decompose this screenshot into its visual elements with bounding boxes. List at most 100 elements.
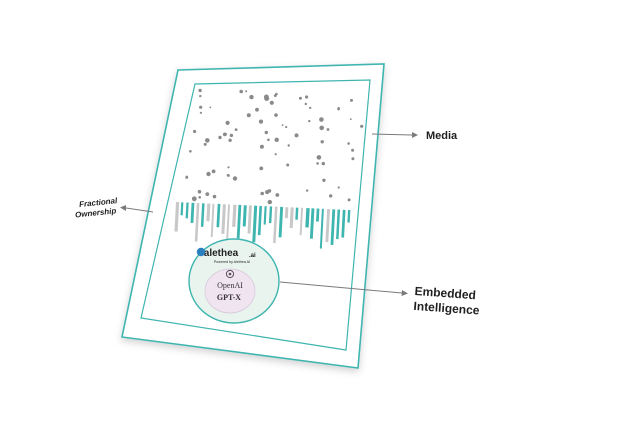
media-arrow-head [412,132,418,138]
media-dot [199,105,203,109]
media-dot [264,130,268,135]
model-label: GPT-X [217,293,241,302]
media-dot [203,142,207,146]
media-dot [212,194,217,199]
media-dot [287,144,290,147]
media-dot [349,118,352,121]
barcode-bar [210,203,215,238]
media-dot [347,198,351,202]
media-dot [228,138,232,142]
barcode-bar [284,207,289,219]
barcode-bar [194,202,200,242]
barcode-bar [325,209,330,243]
barcode-bar [185,202,189,219]
barcode-bar [341,209,346,238]
media-dot [320,140,324,144]
media-dot [304,102,307,106]
barcode-bar [174,202,180,232]
media-dot [260,191,265,196]
barcode-bar [221,204,226,234]
fractional-ownership-label: Fractional Ownership [75,196,119,220]
media-dot [267,138,270,142]
provider-label: OpenAI [217,281,243,290]
barcode-bar [200,203,205,227]
media-dot [269,100,274,105]
media-dot [319,125,325,131]
ownership-arrow [125,207,154,213]
media-dot [205,192,210,197]
arrows [120,132,418,296]
media-dot [199,94,202,98]
media-dot [206,171,211,177]
media-dot [337,107,340,111]
barcode-bar [263,206,267,225]
media-dot [351,157,355,161]
media-dot [275,193,280,197]
barcode-bar [289,207,294,229]
media-dot [337,186,340,189]
media-dot [264,94,269,100]
media-dot [329,194,333,198]
media-dot [255,107,259,112]
barcode-bar [252,205,258,243]
intelligence-badge: alethea .ai Powered by Alethea AI OpenAI… [188,238,280,324]
svg-text:Ownership: Ownership [75,206,117,219]
media-dot [306,189,309,192]
media-dot [294,133,299,138]
media-dot [198,196,201,199]
barcode-bar [242,205,247,227]
media-dot [273,94,277,97]
barcode-bar [273,206,278,244]
media-dot [259,144,264,149]
media-dot [351,148,355,152]
media-dot [274,113,278,117]
barcode-bar [309,208,315,239]
media-dot [326,128,330,131]
media-dot [249,94,254,100]
barcode-bar [247,205,252,234]
media-dot [308,119,311,123]
embedded-intelligence-label: Embedded Intelligence [413,284,480,318]
media-dot [209,106,212,109]
media-dot [197,189,202,194]
media-dot [245,90,248,93]
barcode-bar [232,204,237,228]
media-dot [193,129,197,134]
media-label: Media [426,130,458,142]
media-dot [286,163,290,167]
svg-text:Fractional: Fractional [79,196,119,209]
media-dot [309,106,312,110]
brand-logo-icon [196,247,206,257]
barcode-bar [336,209,341,240]
media-dot [226,173,230,177]
barcode-bar [319,208,324,249]
barcode-bar [190,202,195,224]
media-dot [316,155,322,160]
barcode-bar [330,209,336,245]
media-dot [285,125,288,129]
media-dot [258,119,264,124]
svg-text:Embedded: Embedded [414,284,476,302]
media-dot [274,153,277,156]
media-dot [259,166,264,171]
barcode-bar [206,203,211,222]
barcode-bar [299,207,303,236]
svg-text:Intelligence: Intelligence [413,299,480,318]
media-dot [232,176,238,181]
media-dot [189,150,192,153]
media-dot [185,175,189,179]
media-arrow [371,133,413,136]
model-disc [204,268,256,314]
media-dot [225,120,230,125]
barcode-bar [305,208,310,228]
media-dot [225,133,228,135]
media-dot [211,169,216,174]
ownership-arrow-head [120,205,126,211]
barcode-separator [174,202,351,249]
barcode-bar [268,206,273,224]
barcode-bar [295,207,299,220]
media-dot [298,96,302,100]
media-dot [218,135,222,140]
media-dot [246,113,251,118]
nft-card-inner-frame [140,79,371,351]
